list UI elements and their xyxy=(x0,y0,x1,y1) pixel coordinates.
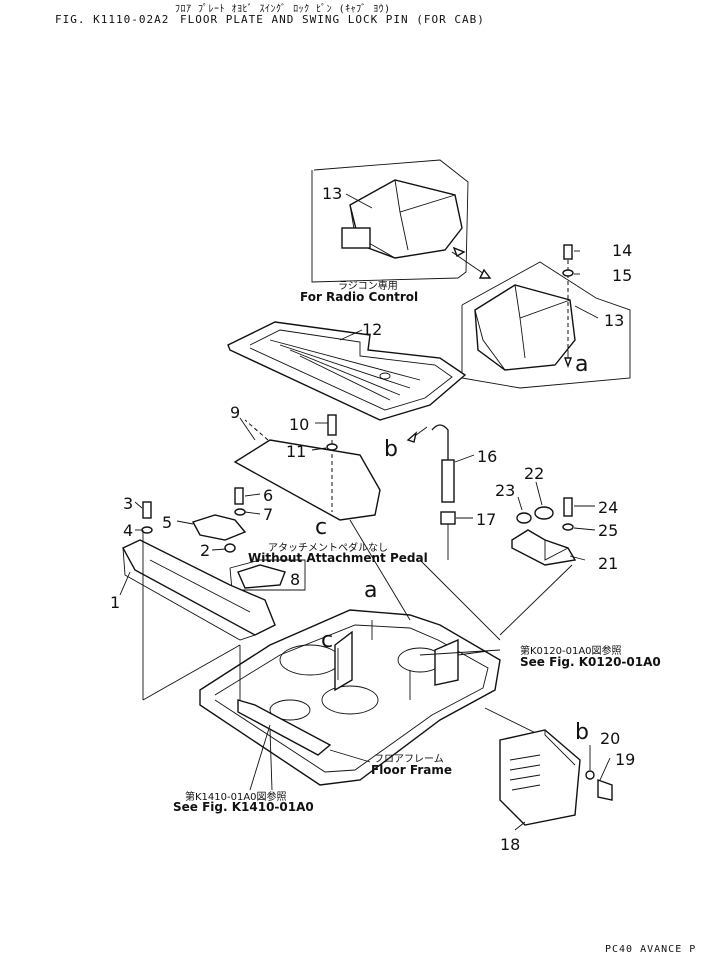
part-number-3: 3 xyxy=(123,494,134,513)
part-number-11: 11 xyxy=(286,442,307,461)
part-number-1: 1 xyxy=(110,593,121,612)
part-number-6: 6 xyxy=(263,486,274,505)
see-k1410-label: See Fig. K1410-01A0 xyxy=(173,800,314,814)
ref-letter-c-mid: c xyxy=(321,628,334,653)
part-number-21: 21 xyxy=(598,554,619,573)
lock-pin-rod-16 xyxy=(406,424,456,560)
part-number-20: 20 xyxy=(600,729,621,748)
ref-letter-a-mid: a xyxy=(364,578,378,603)
floor-mat-12 xyxy=(227,321,467,421)
part-number-10: 10 xyxy=(289,415,310,434)
floor-frame xyxy=(199,519,573,791)
part-number-17: 17 xyxy=(476,510,497,529)
part-number-23: 23 xyxy=(495,481,516,500)
part-number-13-top: 13 xyxy=(322,184,343,203)
part-number-5: 5 xyxy=(162,513,173,532)
page-footer: PC40 AVANCE P xyxy=(605,944,697,955)
part-number-22: 22 xyxy=(524,464,545,483)
ref-letter-a-top: a xyxy=(575,352,589,377)
see-k0120-label-jp: 第K0120-01A0図参照 xyxy=(520,646,622,657)
ref-letter-c-top: c xyxy=(315,515,328,540)
plate-5 xyxy=(191,514,247,541)
radio-control-label-jp: ラジコン専用 xyxy=(338,281,398,292)
radio-control-label: For Radio Control xyxy=(300,290,419,304)
part-number-14: 14 xyxy=(612,241,633,260)
part-number-7: 7 xyxy=(263,505,274,524)
part-number-15: 15 xyxy=(612,266,633,285)
cover-plate-18 xyxy=(499,729,613,826)
leader-lines xyxy=(119,193,611,831)
plate-9 xyxy=(233,414,381,521)
part-number-13-bottom: 13 xyxy=(604,311,625,330)
part-number-18: 18 xyxy=(500,835,521,854)
bolts-small xyxy=(141,487,246,553)
japanese-figure-title: ﾌﾛｱ ﾌﾟﾚｰﾄ ｵﾖﾋﾞ ｽｲﾝｸﾞ ﾛｯｸ ﾋﾟﾝ (ｷｬﾌﾞ ﾖｳ) xyxy=(175,4,391,15)
radio-control-inset xyxy=(311,159,492,283)
floor-frame-label-jp: フロアフレーム xyxy=(374,754,444,765)
console-1 xyxy=(122,530,276,701)
part-number-4: 4 xyxy=(123,521,134,540)
part-number-9: 9 xyxy=(230,403,241,422)
part-number-12: 12 xyxy=(362,320,383,339)
part-number-25: 25 xyxy=(598,521,619,540)
floor-frame-label: Floor Frame xyxy=(371,763,452,777)
part-number-24: 24 xyxy=(598,498,619,517)
part-number-19: 19 xyxy=(615,750,636,769)
figure-title: FLOOR PLATE AND SWING LOCK PIN (FOR CAB) xyxy=(180,13,485,26)
cover-assembly-inset xyxy=(461,244,631,389)
without-pedal-label-jp: アタッチメントペダルなし xyxy=(268,543,388,554)
figure-number: FIG. K1110-02A2 xyxy=(55,13,170,26)
see-k1410-label-jp: 第K1410-01A0図参照 xyxy=(185,792,287,803)
part-number-8: 8 xyxy=(290,570,301,589)
see-k0120-label: See Fig. K0120-01A0 xyxy=(520,655,661,669)
without-pedal-label: Without Attachment Pedal xyxy=(248,551,428,565)
ref-letter-b-right: b xyxy=(575,720,589,745)
ref-letter-b-left: b xyxy=(384,437,398,462)
bracket-21 xyxy=(511,497,577,566)
part-number-16: 16 xyxy=(477,447,498,466)
part-number-2: 2 xyxy=(200,541,211,560)
